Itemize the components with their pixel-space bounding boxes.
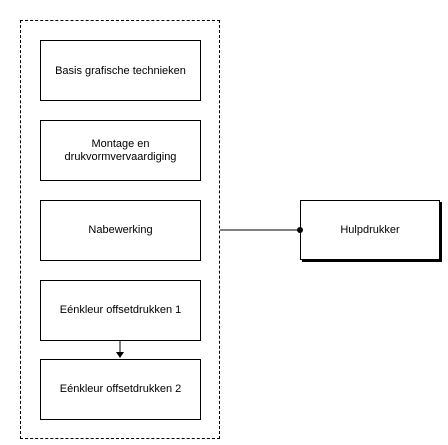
node-montage-drukvorm[interactable]: Montage en drukvormvervaardiging bbox=[40, 120, 201, 181]
node-eenkleur-offset-2[interactable]: Eénkleur offsetdrukken 2 bbox=[40, 359, 201, 420]
node-label: Basis grafische technieken bbox=[55, 64, 186, 77]
arrowhead-icon bbox=[116, 352, 124, 358]
node-nabewerking[interactable]: Nabewerking bbox=[40, 200, 201, 261]
training-group-container bbox=[20, 20, 220, 439]
node-eenkleur-offset-1[interactable]: Eénkleur offsetdrukken 1 bbox=[40, 280, 201, 341]
node-label: Eénkleur offsetdrukken 1 bbox=[59, 304, 182, 316]
node-label: Hulpdrukker bbox=[340, 223, 400, 236]
node-hulpdrukker[interactable]: Hulpdrukker bbox=[300, 200, 440, 260]
node-label: Montage en drukvormvervaardiging bbox=[64, 137, 177, 163]
node-basis-grafische-technieken[interactable]: Basis grafische technieken bbox=[40, 40, 201, 101]
node-label: Nabewerking bbox=[88, 223, 153, 236]
connector-dot-icon bbox=[297, 227, 303, 233]
node-label: Eénkleur offsetdrukken 2 bbox=[59, 383, 182, 395]
